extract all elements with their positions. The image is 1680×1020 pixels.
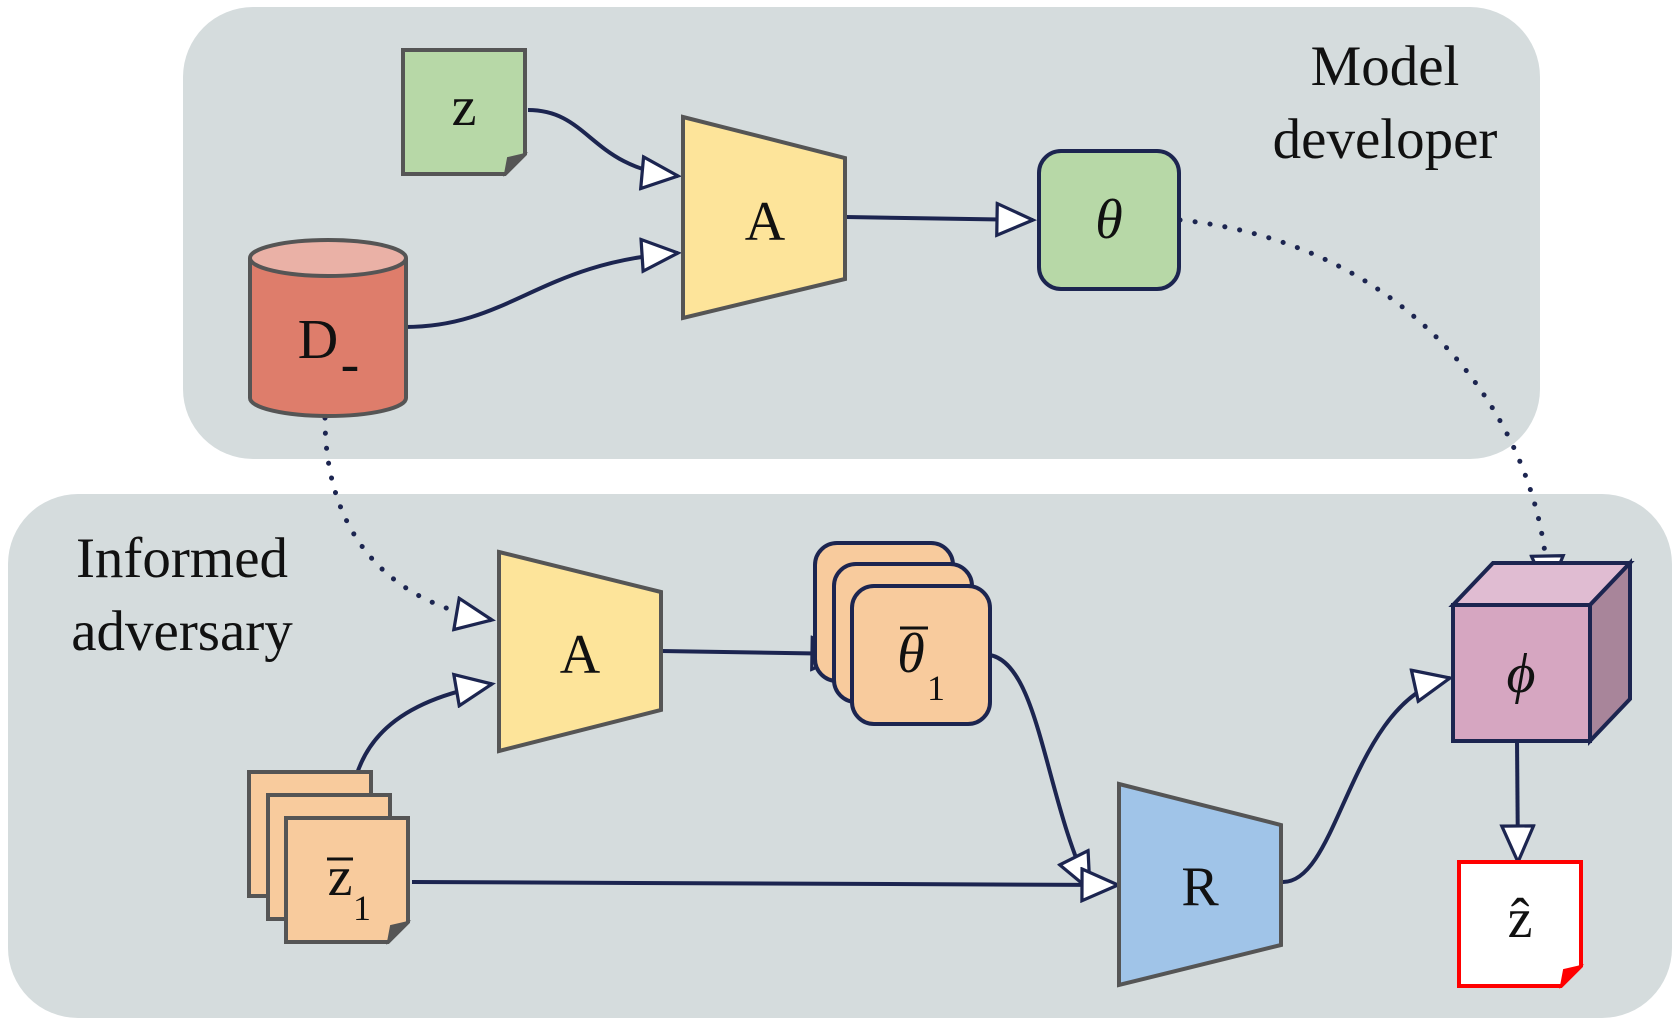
- target-record: z: [401, 48, 529, 177]
- folded-corner: [503, 152, 529, 177]
- shadow-records-label: z: [328, 846, 353, 908]
- edge-target-to-algorithm: [527, 108, 678, 176]
- developer-algorithm: A: [681, 114, 847, 321]
- edge-shadow-models-to-reconstructor: [989, 653, 1090, 890]
- edge-shadow-records-to-reconstructor: [411, 882, 1118, 885]
- shadow-models-label: θ: [897, 623, 925, 685]
- model-developer-label: Model: [1311, 35, 1460, 98]
- informed-adversary-label: Informed: [76, 527, 288, 590]
- reconstruction-output: ẑ: [1457, 860, 1585, 989]
- database-top: [248, 238, 408, 278]
- dataset-label: D: [298, 309, 338, 371]
- shadow-model-card-front: [850, 584, 992, 726]
- cube-front: [1451, 603, 1592, 743]
- shadow-records-subscript: 1: [353, 888, 371, 928]
- edge-reconstructor-model-to-output: [1517, 739, 1518, 862]
- reconstructor-model-label: ϕ: [1507, 643, 1536, 705]
- model-developer-label-line2: developer: [1273, 108, 1498, 171]
- adversary-algorithm-label: A: [560, 624, 601, 686]
- algorithm-trapezoid: [681, 114, 847, 321]
- dataset-subscript: -: [341, 333, 360, 395]
- reconstructor-label: R: [1181, 856, 1219, 918]
- folded-corner: [1559, 964, 1585, 989]
- released-model-label: θ: [1095, 189, 1123, 251]
- shadow-models-subscript: 1: [927, 668, 945, 708]
- developer-algorithm-label: A: [745, 191, 786, 253]
- shadow-records: z 1: [247, 770, 412, 945]
- dataset: D -: [248, 238, 408, 418]
- adversary-algorithm: A: [497, 549, 663, 754]
- informed-adversary-label-line2: adversary: [71, 600, 293, 663]
- edge-reconstructor-to-reconstructor-model: [1282, 678, 1450, 884]
- reconstruction-label: ẑ: [1508, 888, 1533, 950]
- database-icon: [248, 258, 408, 418]
- reconstructor-model: ϕ: [1448, 558, 1635, 746]
- reconstructor: R: [1117, 781, 1283, 988]
- shadow-models: θ 1: [813, 541, 992, 726]
- folded-corner: [386, 920, 412, 945]
- target-record-label: z: [452, 76, 477, 138]
- model-box: [1037, 149, 1181, 291]
- released-model: θ: [1037, 149, 1181, 291]
- edge-dataset-to-algorithm: [404, 253, 678, 329]
- edge-algorithm-to-model: [845, 217, 1033, 220]
- reconstructor-trapezoid: [1117, 781, 1283, 988]
- algorithm-trapezoid: [497, 549, 663, 754]
